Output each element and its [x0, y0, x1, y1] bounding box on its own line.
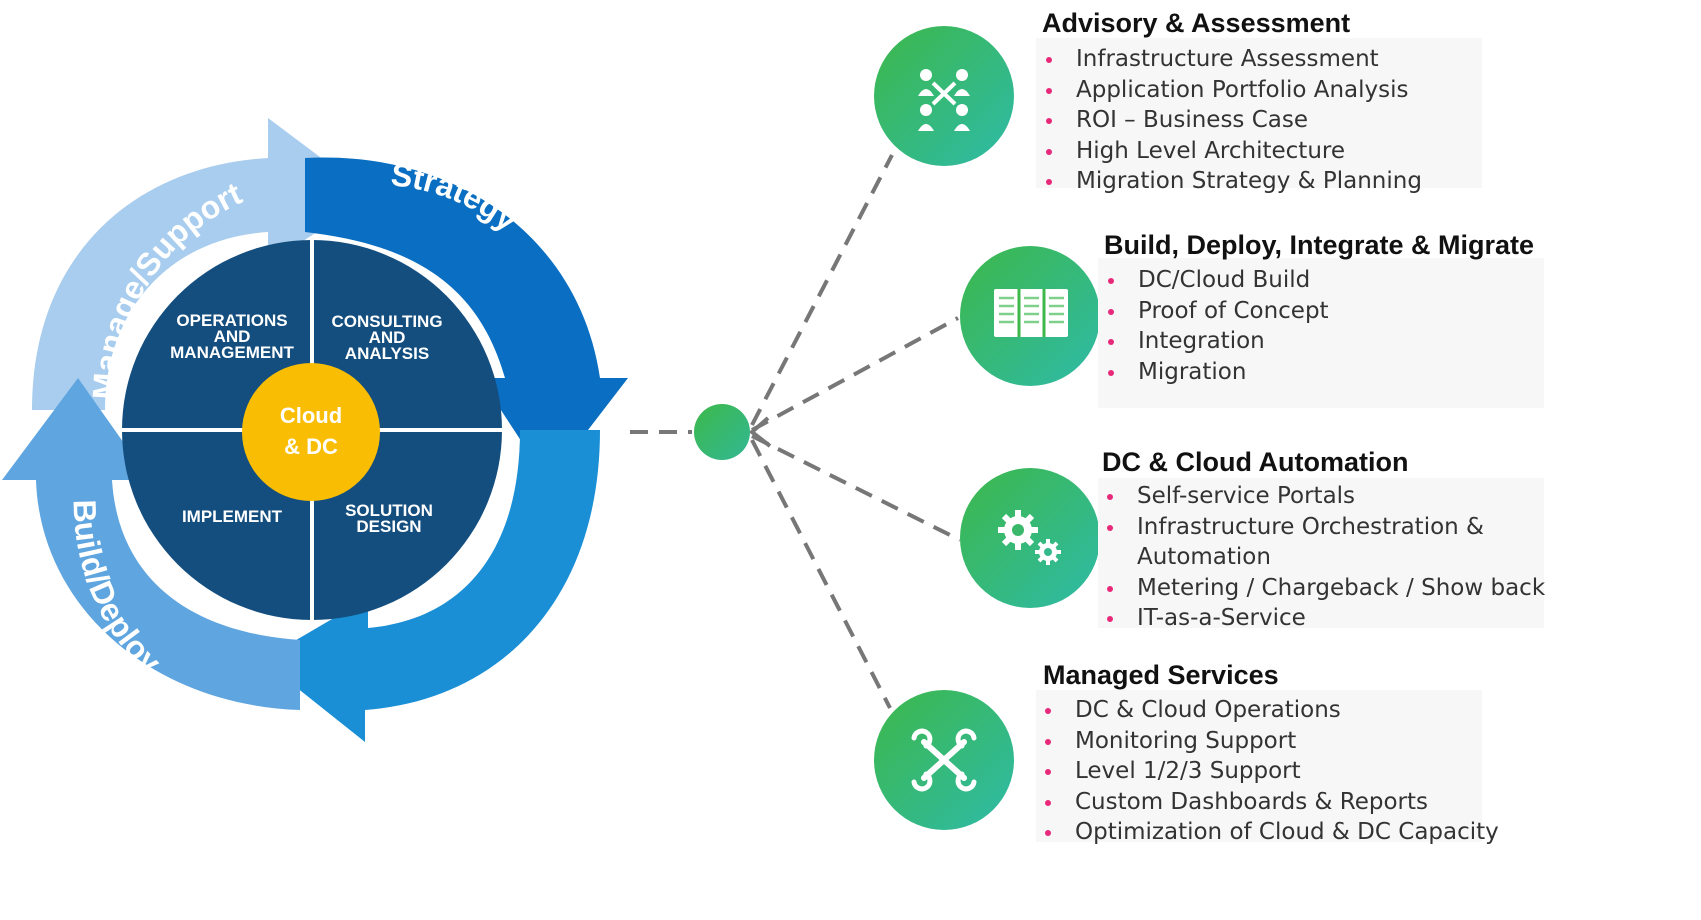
- quadrant-top-left: OPERATIONS AND MANAGEMENT: [170, 311, 294, 362]
- automation-list: Self-service Portals Infrastructure Orch…: [1097, 481, 1545, 634]
- list-item-label: Monitoring Support: [1075, 727, 1297, 754]
- automation-panel-background: [1098, 478, 1544, 628]
- cycle-diagram: Manage/Support Strategy Architect Build/…: [2, 118, 628, 742]
- build-deploy-arrow: [2, 378, 300, 710]
- list-item: DC & Cloud Operations: [1035, 695, 1499, 726]
- list-item-label: Custom Dashboards & Reports: [1075, 788, 1428, 815]
- connector-line: [751, 316, 959, 432]
- list-item: Infrastructure Orchestration &: [1097, 512, 1545, 543]
- list-item-label: Application Portfolio Analysis: [1076, 76, 1409, 103]
- build-title: Build, Deploy, Integrate & Migrate: [1104, 230, 1535, 260]
- service-node-build: [960, 246, 1100, 386]
- list-item: Level 1/2/3 Support: [1035, 756, 1499, 787]
- connector-line: [750, 154, 894, 426]
- list-item: Proof of Concept: [1098, 296, 1329, 327]
- list-item-label: High Level Architecture: [1076, 137, 1346, 164]
- list-item-label: Proof of Concept: [1138, 297, 1329, 324]
- list-item-label: Self-service Portals: [1137, 483, 1356, 509]
- list-item: Infrastructure Assessment: [1036, 44, 1422, 75]
- advisory-list: Infrastructure Assessment Application Po…: [1036, 44, 1422, 197]
- hub-node: [694, 404, 750, 460]
- quadrant-label: SOLUTION: [345, 501, 433, 520]
- quadrant-label: CONSULTING: [331, 312, 442, 331]
- managed-list: DC & Cloud Operations Monitoring Support…: [1035, 695, 1499, 848]
- connectors: [630, 154, 961, 709]
- managed-panel-background: [1036, 690, 1482, 842]
- quadrant-label: AND: [214, 327, 251, 346]
- list-item-label: Infrastructure Assessment: [1076, 46, 1379, 72]
- service-node-automation: [960, 468, 1100, 608]
- manage-support-arrow: [32, 118, 372, 410]
- list-item-label: DC/Cloud Build: [1138, 267, 1311, 293]
- list-item: DC/Cloud Build: [1098, 265, 1329, 296]
- quadrant-top-right: CONSULTING AND ANALYSIS: [331, 312, 442, 363]
- list-item: ROI – Business Case: [1036, 105, 1422, 136]
- advisory-title: Advisory & Assessment: [1042, 8, 1351, 38]
- quadrant-label: ANALYSIS: [345, 344, 429, 363]
- center-label-line2: & DC: [284, 434, 338, 459]
- quadrant-bottom-right: SOLUTION DESIGN: [345, 501, 433, 536]
- gears-icon: [998, 510, 1061, 565]
- list-item: IT-as-a-Service: [1097, 603, 1545, 634]
- quadrant-label: AND: [369, 328, 406, 347]
- automation-title: DC & Cloud Automation: [1102, 447, 1409, 477]
- list-item: Application Portfolio Analysis: [1036, 75, 1422, 106]
- list-item: Migration: [1098, 357, 1329, 388]
- quadrant-bottom-left: IMPLEMENT: [182, 507, 283, 526]
- list-item-label: IT-as-a-Service: [1137, 605, 1306, 631]
- connector-line: [751, 434, 961, 542]
- build-list: DC/Cloud Build Proof of Concept Integrat…: [1098, 265, 1329, 387]
- list-item-label: Automation: [1137, 544, 1271, 570]
- list-item-label: Optimization of Cloud & DC Capacity: [1075, 819, 1499, 845]
- center-circle: [242, 363, 380, 501]
- list-item: Custom Dashboards & Reports: [1035, 787, 1499, 818]
- list-item-label: Migration: [1138, 358, 1247, 385]
- list-item: Migration Strategy & Planning: [1036, 166, 1422, 197]
- service-node-advisory: [874, 26, 1014, 166]
- quadrant-label: OPERATIONS: [176, 311, 287, 330]
- wrenches-icon: [911, 728, 977, 792]
- managed-title: Managed Services: [1043, 660, 1279, 690]
- list-item: Integration: [1098, 326, 1329, 357]
- quadrant-label: IMPLEMENT: [182, 507, 283, 526]
- list-item-label: Metering / Chargeback / Show back: [1137, 574, 1546, 601]
- quadrant-label: DESIGN: [356, 517, 421, 536]
- list-item-label: Infrastructure Orchestration &: [1137, 513, 1484, 540]
- connector-arrowhead: [748, 416, 772, 448]
- server-panels-icon: [994, 289, 1068, 337]
- build-panel-background: [1098, 258, 1544, 408]
- strategy-arrow: [305, 157, 628, 482]
- architect-arrow: [262, 430, 600, 742]
- list-item: Metering / Chargeback / Show back: [1097, 573, 1545, 604]
- list-item: High Level Architecture: [1036, 136, 1422, 167]
- center-label-line1: Cloud: [280, 403, 342, 428]
- list-item: Self-service Portals: [1097, 481, 1545, 512]
- list-item: Optimization of Cloud & DC Capacity: [1035, 817, 1499, 848]
- list-item-label: Level 1/2/3 Support: [1075, 758, 1301, 784]
- connector-line: [750, 439, 892, 709]
- quadrant-label: MANAGEMENT: [170, 343, 294, 362]
- list-item-label: ROI – Business Case: [1076, 107, 1309, 133]
- list-item-label: DC & Cloud Operations: [1075, 697, 1341, 723]
- list-item-continuation: Automation: [1097, 542, 1545, 573]
- list-item-label: Integration: [1138, 328, 1265, 354]
- people-network-icon: [918, 69, 970, 131]
- advisory-panel-background: [1036, 38, 1482, 188]
- service-node-managed: [874, 690, 1014, 830]
- list-item: Monitoring Support: [1035, 726, 1499, 757]
- list-item-label: Migration Strategy & Planning: [1076, 168, 1422, 194]
